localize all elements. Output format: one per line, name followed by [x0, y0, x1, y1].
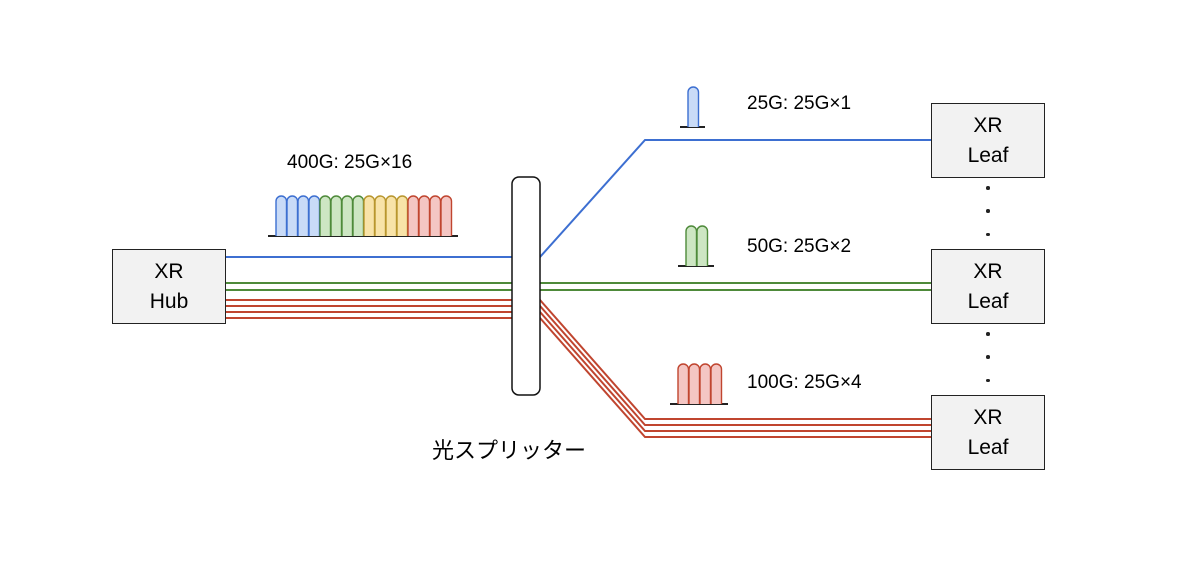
- fiber-red-100g-4: [226, 317, 931, 438]
- trunk-spectrum-carrier-9: [363, 195, 376, 236]
- xr-leaf-node-1: XR Leaf: [931, 103, 1045, 178]
- trunk-capacity-label: 400G: 25G×16: [287, 152, 413, 173]
- hub-label-line2: Hub: [149, 289, 189, 313]
- optical-splitter: [511, 176, 541, 396]
- leaf-3-label-line1: XR: [973, 405, 1003, 429]
- fiber-lines: [226, 139, 931, 438]
- trunk-spectrum-carrier-3: [297, 195, 310, 236]
- ellipsis-vertical-lower: [982, 332, 994, 382]
- leaf-1-label-line1: XR: [973, 113, 1003, 137]
- trunk-spectrum-carrier-6: [330, 195, 343, 236]
- branch-3-capacity-label: 100G: 25G×4: [747, 372, 862, 393]
- xr-leaf-node-3: XR Leaf: [931, 395, 1045, 470]
- trunk-spectrum-carrier-12: [396, 195, 409, 236]
- branch-3-spectrum-carrier-3: [699, 363, 712, 404]
- ellipsis-vertical-upper: [982, 186, 994, 236]
- trunk-spectrum-carrier-4: [308, 195, 321, 236]
- trunk-spectrum-carrier-11: [385, 195, 398, 236]
- leaf-3-label-line2: Leaf: [967, 435, 1009, 459]
- spectra: [268, 86, 728, 405]
- trunk-spectrum-carrier-2: [286, 195, 299, 236]
- fiber-red-100g-2: [226, 305, 931, 426]
- fiber-red-100g-3: [226, 311, 931, 432]
- trunk-spectrum-carrier-1: [275, 195, 288, 236]
- trunk-spectrum-carrier-13: [407, 195, 420, 236]
- hub-label-line1: XR: [154, 259, 184, 283]
- branch-2-capacity-label: 50G: 25G×2: [747, 236, 852, 257]
- xr-leaf-node-2: XR Leaf: [931, 249, 1045, 324]
- branch-1-capacity-label: 25G: 25G×1: [747, 93, 852, 114]
- branch-3-spectrum-carrier-2: [688, 363, 701, 404]
- branch-3-spectrum-carrier-1: [677, 363, 690, 404]
- trunk-spectrum: [268, 195, 458, 237]
- branch-2-spectrum-carrier-1: [685, 225, 698, 266]
- splitter-label: 光スプリッター: [432, 438, 587, 463]
- leaf-2-label-line2: Leaf: [967, 289, 1009, 313]
- branch-1-spectrum-carrier-1: [687, 86, 700, 127]
- trunk-spectrum-carrier-14: [418, 195, 431, 236]
- trunk-spectrum-carrier-16: [440, 195, 453, 236]
- leaf-2-label-line1: XR: [973, 259, 1003, 283]
- branch-2-spectrum: [678, 225, 714, 267]
- trunk-spectrum-carrier-8: [352, 195, 365, 236]
- branch-3-spectrum: [670, 363, 728, 405]
- fiber-blue-25g: [226, 139, 931, 258]
- trunk-spectrum-carrier-15: [429, 195, 442, 236]
- leaf-1-label-line2: Leaf: [967, 143, 1009, 167]
- branch-1-spectrum: [680, 86, 705, 128]
- trunk-spectrum-carrier-10: [374, 195, 387, 236]
- branch-3-spectrum-carrier-4: [710, 363, 723, 404]
- branch-2-spectrum-carrier-2: [696, 225, 709, 266]
- xr-hub-node: XR Hub: [112, 249, 226, 324]
- trunk-spectrum-carrier-5: [319, 195, 332, 236]
- fiber-red-100g-1: [226, 299, 931, 420]
- trunk-spectrum-carrier-7: [341, 195, 354, 236]
